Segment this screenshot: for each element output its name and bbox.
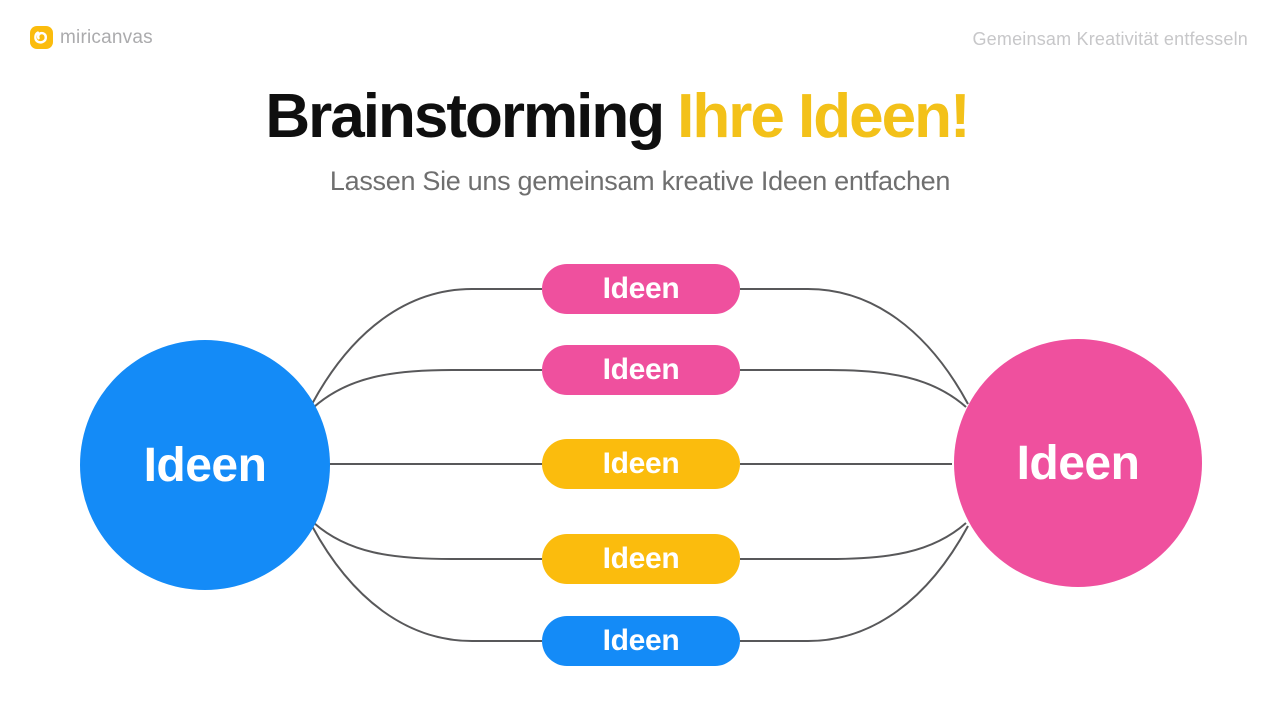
miricanvas-logo-icon [30,26,53,49]
title-part-black: Brainstorming [265,82,665,151]
miricanvas-logo[interactable]: miricanvas [30,26,153,49]
left-idea-circle-label: Ideen [143,438,267,492]
idea-pill-5: Ideen [542,616,740,666]
connector-right-5 [740,525,969,642]
idea-pill-2: Ideen [542,345,740,395]
idea-pill-4: Ideen [542,534,740,584]
connector-left-2 [313,369,542,408]
title-part-yellow: Ihre Ideen! [677,82,971,151]
miricanvas-logo-text: miricanvas [60,26,153,48]
idea-pill-3-label: Ideen [602,447,680,480]
idea-pill-1-label: Ideen [602,272,680,305]
idea-pill-5-label: Ideen [602,624,680,657]
left-idea-circle: Ideen [80,340,330,590]
right-idea-circle: Ideen [954,339,1202,587]
connector-right-2 [740,369,967,408]
header-tagline: Gemeinsam Kreativität entfesseln [972,29,1248,49]
idea-pill-2-label: Ideen [602,353,680,386]
slide-subtitle: Lassen Sie uns gemeinsam kreative Ideen … [329,166,951,196]
idea-pill-3: Ideen [542,439,740,489]
connector-left-5 [311,525,542,642]
idea-pill-1: Ideen [542,264,740,314]
connector-right-1 [740,288,969,405]
idea-pill-4-label: Ideen [602,542,680,575]
connector-right-4 [740,522,967,560]
right-idea-circle-label: Ideen [1016,436,1140,490]
connector-left-1 [311,288,542,405]
connector-left-4 [313,522,542,560]
